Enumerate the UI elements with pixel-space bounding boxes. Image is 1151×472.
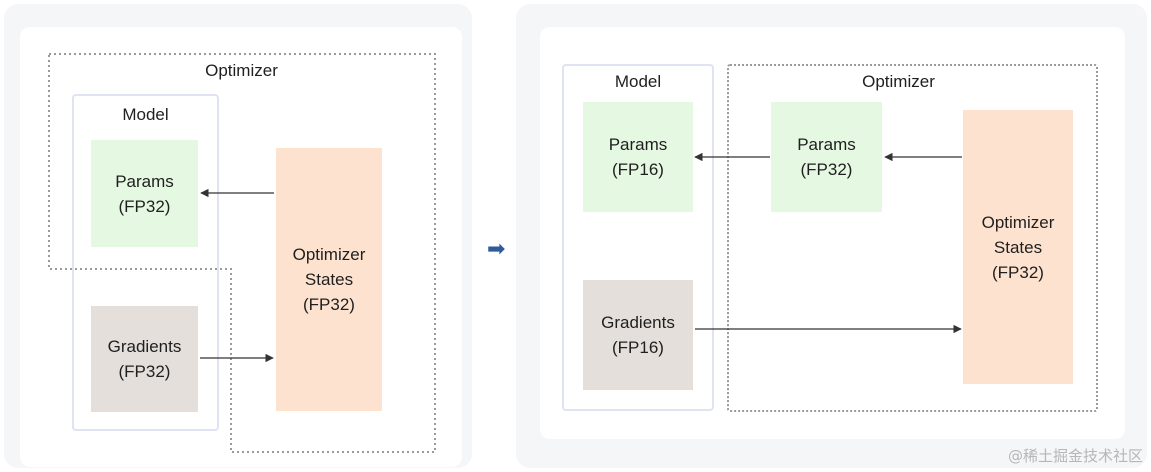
left-optimizer-title: Optimizer	[205, 61, 278, 80]
right-model-params-box: Params (FP16)	[583, 102, 693, 212]
right-optimizer-states-box: Optimizer States (FP32)	[963, 110, 1073, 384]
right-optimizer-title: Optimizer	[862, 72, 935, 91]
watermark-text: @稀土掘金技术社区	[1007, 447, 1143, 465]
right-model-frame	[562, 64, 714, 411]
left-optimizer-states-box: Optimizer States (FP32)	[276, 148, 382, 411]
right-optimizer-params-box: Params (FP32)	[771, 102, 882, 212]
right-model-gradients-box: Gradients (FP16)	[583, 280, 693, 390]
left-optimizer-boundary	[48, 53, 436, 453]
left-params-box: Params (FP32)	[91, 140, 198, 247]
right-model-title: Model	[614, 72, 662, 91]
right-optimizer-frame	[727, 64, 1098, 412]
left-model-title: Model	[122, 105, 169, 124]
left-gradients-box: Gradients (FP32)	[91, 306, 198, 412]
left-model-frame	[72, 94, 219, 431]
transition-arrow-icon: ➡	[487, 237, 506, 262]
